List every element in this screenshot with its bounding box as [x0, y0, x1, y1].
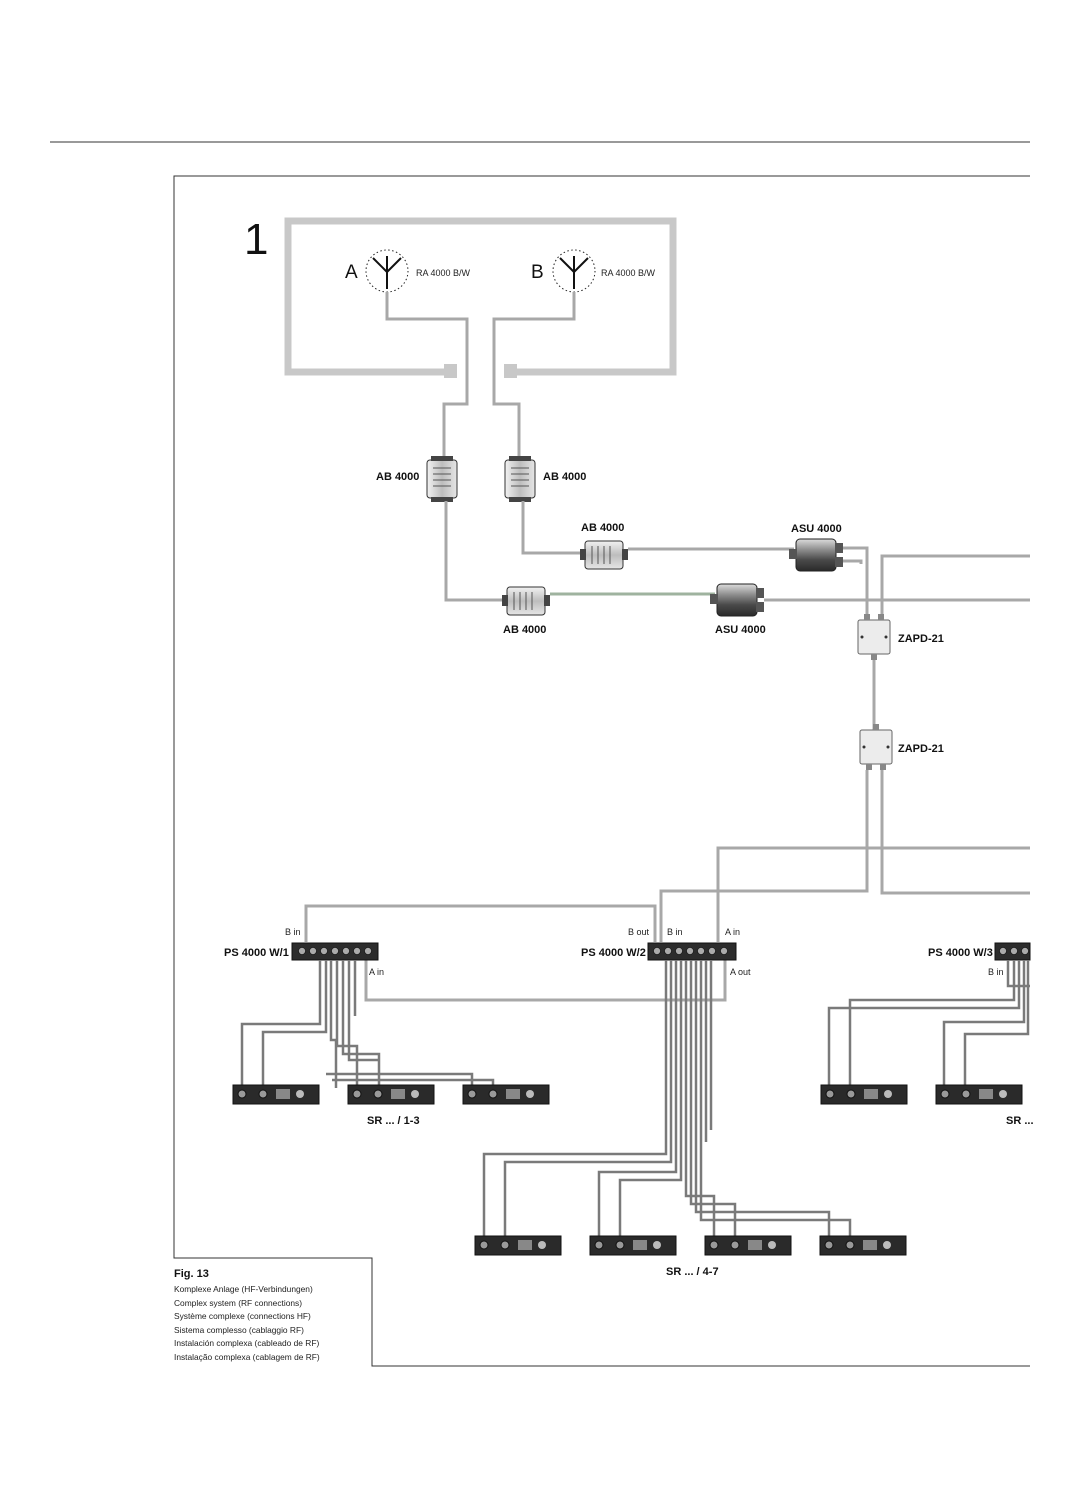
- antenna-b: B RA 4000 B/W: [531, 249, 656, 293]
- building-stub-right: [504, 364, 517, 378]
- splitter-asu-lower: [710, 583, 764, 617]
- receiver-sr-4: [474, 1235, 562, 1256]
- caption-line-es: Instalación complexa (cableado de RF): [174, 1338, 320, 1348]
- cable-asu-upper-right: [880, 554, 1030, 618]
- receiver-sr-6: [704, 1235, 792, 1256]
- label-ps3: PS 4000 W/3: [928, 947, 993, 959]
- section-number: 1: [244, 215, 269, 264]
- cable-asu-upper-out2: [843, 559, 863, 564]
- caption-line-en: Complex system (RF connections): [174, 1297, 302, 1308]
- label-ps2: PS 4000 W/2: [581, 947, 646, 959]
- building-stub-left: [444, 364, 457, 378]
- label-ps1-a-in: A in: [369, 967, 384, 977]
- receiver-sr-2: [347, 1084, 435, 1105]
- label-ps2-b-out: B out: [628, 927, 650, 937]
- label-sr-4-7: SR ... / 4-7: [666, 1266, 719, 1278]
- caption-line-it: Sistema complesso (cablaggio RF): [174, 1324, 304, 1335]
- ps3-output-cables: [827, 960, 1030, 1088]
- cable-right-feed: [716, 846, 1030, 942]
- caption-line-pt: Instalação complexa (cablagem de RF): [174, 1351, 320, 1362]
- label-sr-right: SR ...: [1006, 1115, 1034, 1127]
- cable-zapd-out-left: [659, 770, 869, 942]
- label-ps2-b-in: B in: [667, 927, 683, 937]
- label-ps1: PS 4000 W/1: [224, 947, 289, 959]
- figure-caption: Fig. 13 Komplexe Anlage (HF-Verbindungen…: [174, 1268, 370, 1364]
- cable-ab-right-down: [521, 501, 583, 555]
- caption-line-fr: Système complexe (connections HF): [174, 1311, 311, 1321]
- antenna-a: A RA 4000 B/W: [345, 249, 471, 293]
- booster-ab-lower: [502, 586, 550, 616]
- label-ps1-b-in: B in: [285, 927, 301, 937]
- distributor-ps3: [994, 942, 1031, 961]
- booster-ab-upper: [580, 540, 628, 570]
- label-ps3-b-in: B in: [988, 967, 1004, 977]
- label-asu-lower: ASU 4000: [715, 624, 766, 636]
- cable-antenna-a: [385, 292, 469, 456]
- combiner-zapd-lower: [859, 724, 893, 770]
- cable-zapd-out-right: [880, 770, 1030, 895]
- booster-ab-left: [426, 456, 458, 502]
- cable-ps2-bout-ps1-bin: [304, 904, 657, 942]
- booster-ab-right: [504, 456, 536, 502]
- label-zapd-lower: ZAPD-21: [898, 743, 944, 755]
- antenna-b-letter: B: [531, 262, 544, 283]
- cable-ab-left-down: [444, 501, 505, 602]
- label-ps2-a-out: A out: [730, 967, 751, 977]
- label-ab-lower: AB 4000: [503, 624, 546, 636]
- antenna-a-letter: A: [345, 262, 358, 283]
- distributor-ps1: [291, 942, 379, 961]
- label-asu-upper: ASU 4000: [791, 523, 842, 535]
- receiver-sr-3: [462, 1084, 550, 1105]
- ps2-output-cables: [482, 960, 852, 1238]
- label-ab-left: AB 4000: [376, 471, 419, 483]
- cable-antenna-b: [492, 292, 576, 456]
- antenna-a-model: RA 4000 B/W: [416, 268, 471, 278]
- building-outline: [284, 217, 677, 376]
- antenna-b-model: RA 4000 B/W: [601, 268, 656, 278]
- combiner-zapd-upper: [857, 614, 891, 660]
- label-zapd-upper: ZAPD-21: [898, 633, 944, 645]
- cable-asu-upper-out1: [843, 546, 869, 618]
- label-sr-1-3: SR ... / 1-3: [367, 1115, 420, 1127]
- cable-ps2-aout-ps1-ain: [364, 960, 727, 1002]
- receiver-sr-5: [589, 1235, 677, 1256]
- caption-fig: Fig. 13: [174, 1268, 209, 1280]
- receiver-sr-right-2: [935, 1084, 1023, 1105]
- label-ps2-a-in: A in: [725, 927, 740, 937]
- label-ab-upper: AB 4000: [581, 522, 624, 534]
- label-ab-right: AB 4000: [543, 471, 586, 483]
- receiver-sr-right-1: [820, 1084, 908, 1105]
- receiver-sr-1: [232, 1084, 320, 1105]
- figure-frame: [173, 175, 1030, 1367]
- caption-line-de: Komplexe Anlage (HF-Verbindungen): [174, 1284, 313, 1294]
- distributor-ps2: [647, 942, 737, 961]
- splitter-asu-upper: [789, 538, 843, 572]
- receiver-sr-7: [819, 1235, 907, 1256]
